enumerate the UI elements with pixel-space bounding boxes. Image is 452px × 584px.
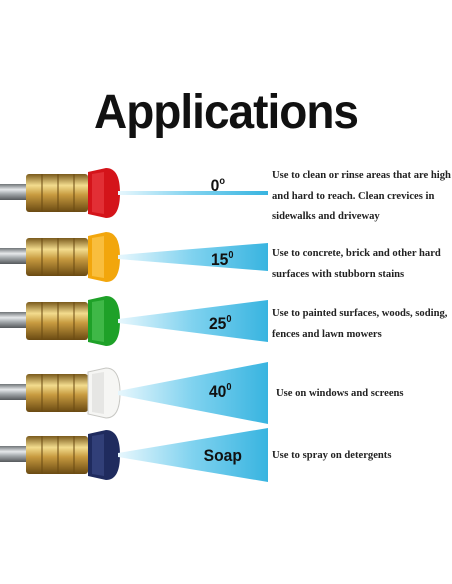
angle-label: Soap [203,446,242,465]
description: Use to clean or rinse areas that are hig… [272,170,451,222]
nozzle-row-soap: Soap Use to spray on detergents [0,424,452,488]
description: Use on windows and screens [276,388,404,399]
page-title: Applications [93,83,359,139]
angle-label: 250 [208,314,232,333]
description: Use to spray on detergents [272,450,392,461]
description: Use to painted surfaces, woods, soding, … [272,308,448,340]
soap-nozzle-icon [0,428,268,482]
angle-label: 150 [210,250,234,269]
nozzle-row-40: 400 Use on windows and screens [0,362,452,426]
white-nozzle-icon [0,362,268,424]
yellow-nozzle-icon [0,232,268,282]
angle-label: 400 [208,382,232,401]
nozzle-row-0: 0o Use to clean or rinse areas that are … [0,162,452,226]
red-nozzle-icon [0,168,268,218]
angle-label: 0o [210,176,225,195]
description: Use to concrete, brick and other hard su… [272,248,441,280]
nozzle-row-25: 250 Use to painted surfaces, woods, sodi… [0,290,452,354]
green-nozzle-icon [0,296,268,346]
nozzle-row-15: 150 Use to concrete, brick and other har… [0,226,452,290]
